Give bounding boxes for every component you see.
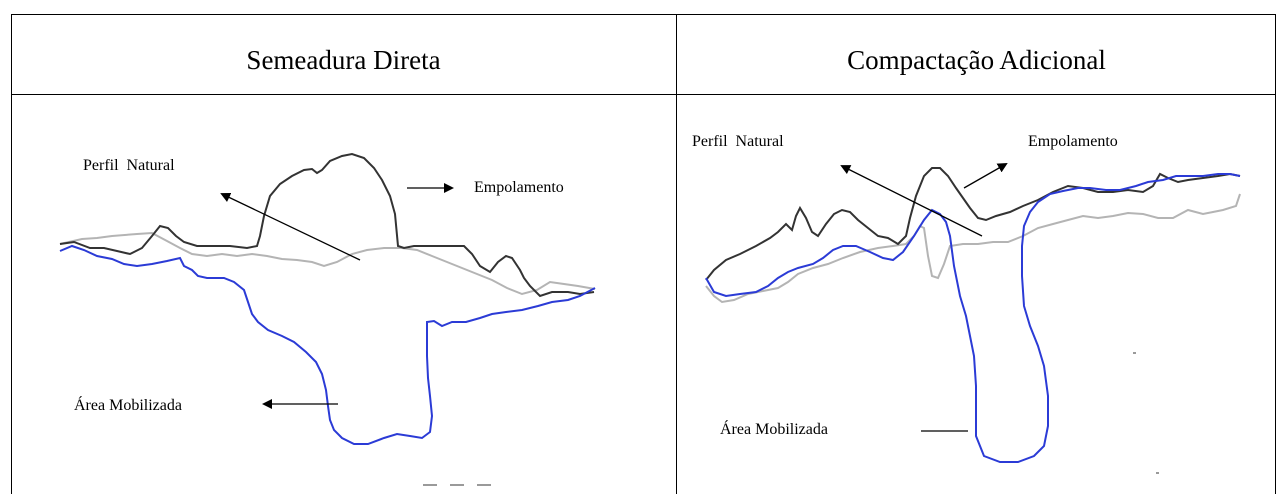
- label-empolamento: Empolamento: [474, 179, 564, 196]
- decorative-dot: [1133, 352, 1136, 354]
- header-semeadura-direta: Semeadura Direta: [246, 45, 441, 75]
- perfil-natural-arrow: [840, 165, 983, 237]
- mobilized-area-line: [59, 244, 596, 445]
- decorative-dash: [477, 484, 491, 486]
- header-compactacao-adicional: Compactação Adicional: [847, 45, 1106, 75]
- empolamento-arrow: [963, 163, 1008, 189]
- label-perfil-natural: Perfil Natural: [83, 157, 175, 174]
- label-perfil-natural: Perfil Natural: [692, 133, 784, 150]
- decorative-dash: [450, 484, 464, 486]
- soil-profile-figure-right: [705, 163, 1241, 463]
- decorative-dot: [1156, 472, 1159, 474]
- soil-profile-figure-left: [59, 152, 596, 445]
- column-divider: [676, 14, 678, 494]
- natural-profile-line: [59, 231, 596, 296]
- swelling-profile-line: [59, 152, 595, 298]
- natural-profile-line: [705, 193, 1241, 304]
- panel-compactacao-adicional: Perfil Natural Empolamento Área Mobiliza…: [678, 96, 1275, 494]
- label-area-mobilizada: Área Mobilizada: [720, 421, 828, 438]
- header-divider: [11, 94, 1276, 96]
- decorative-dash: [423, 484, 437, 486]
- perfil-natural-arrow: [220, 192, 361, 261]
- panel-semeadura-direta: Perfil Natural Empolamento Área Mobiliza…: [12, 96, 676, 494]
- label-empolamento: Empolamento: [1028, 133, 1118, 150]
- mobilized-area-line: [705, 173, 1241, 463]
- label-area-mobilizada: Área Mobilizada: [74, 397, 182, 414]
- swelling-profile-line: [705, 167, 1241, 281]
